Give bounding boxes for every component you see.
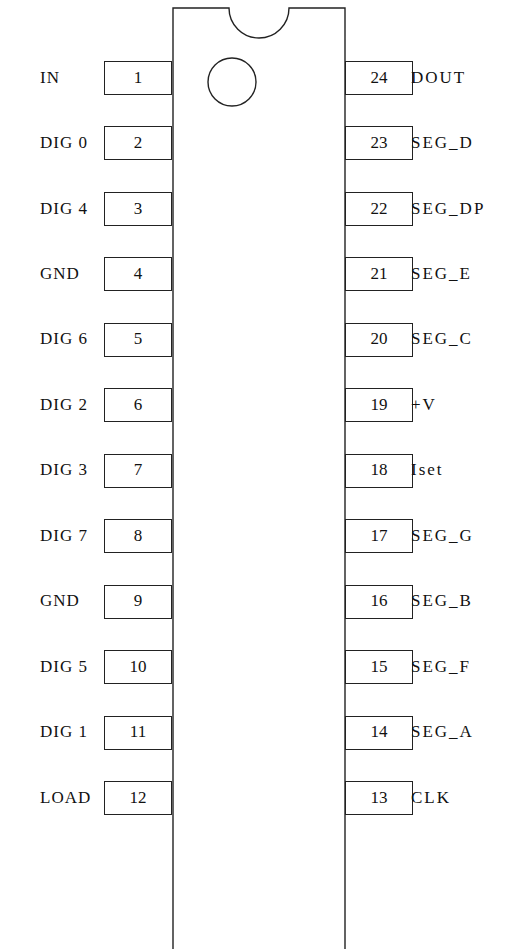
pin-box: 17: [345, 519, 413, 553]
pin-box: 4: [104, 257, 172, 291]
pin-box: 7: [104, 454, 172, 488]
pin-number: 15: [371, 658, 388, 677]
chip-body: [173, 8, 345, 949]
pin-box: 14: [345, 716, 413, 750]
pin-name: GND: [40, 592, 80, 611]
pin-name: DIG 1: [40, 723, 88, 742]
pin-box: 8: [104, 519, 172, 553]
pin-number: 2: [134, 134, 143, 153]
pin-name: SEG_DP: [411, 200, 485, 219]
pin-box: 5: [104, 323, 172, 357]
pin-box: 21: [345, 257, 413, 291]
pin-number: 10: [130, 658, 147, 677]
pin-box: 15: [345, 650, 413, 684]
pin-box: 10: [104, 650, 172, 684]
pin-box: 19: [345, 388, 413, 422]
pin-box: 9: [104, 585, 172, 619]
pin-box: 2: [104, 126, 172, 160]
pin-number: 6: [134, 396, 143, 415]
pin-name: DIG 0: [40, 134, 88, 153]
pin-number: 1: [134, 69, 143, 88]
pin-number: 11: [130, 723, 146, 742]
pin-box: 6: [104, 388, 172, 422]
pin-name: DIG 2: [40, 396, 88, 415]
pin-name: SEG_D: [411, 134, 474, 153]
pin-name: DOUT: [411, 69, 466, 88]
pin-name: GND: [40, 265, 80, 284]
pin-name: SEG_B: [411, 592, 473, 611]
pin-box: 23: [345, 126, 413, 160]
pin-name: DIG 5: [40, 658, 88, 677]
pin-box: 11: [104, 716, 172, 750]
pin-number: 20: [371, 330, 388, 349]
pin-box: 22: [345, 192, 413, 226]
pin-name: DIG 3: [40, 461, 88, 480]
pin-box: 16: [345, 585, 413, 619]
pin-name: +V: [411, 396, 437, 415]
pin-number: 8: [134, 527, 143, 546]
pin-number: 23: [371, 134, 388, 153]
pin-box: 3: [104, 192, 172, 226]
pin-number: 9: [134, 592, 143, 611]
pin1-marker: [208, 58, 256, 106]
pin-number: 21: [371, 265, 388, 284]
pin-number: 16: [371, 592, 388, 611]
pin-number: 14: [371, 723, 388, 742]
pin-box: 13: [345, 781, 413, 815]
pin-number: 18: [371, 461, 388, 480]
pin-box: 12: [104, 781, 172, 815]
pin-box: 18: [345, 454, 413, 488]
pin-name: CLK: [411, 789, 451, 808]
pin-box: 20: [345, 323, 413, 357]
pin-name: Iset: [411, 461, 444, 480]
pin-name: SEG_F: [411, 658, 471, 677]
pin-number: 4: [134, 265, 143, 284]
pin-number: 5: [134, 330, 143, 349]
pin-box: 24: [345, 61, 413, 95]
pin-name: DIG 6: [40, 330, 88, 349]
pin-number: 13: [371, 789, 388, 808]
pin-name: IN: [40, 69, 60, 88]
pin-name: DIG 4: [40, 200, 88, 219]
pin-number: 22: [371, 200, 388, 219]
pin-number: 19: [371, 396, 388, 415]
pin-number: 12: [130, 789, 147, 808]
pin-number: 17: [371, 527, 388, 546]
pin-number: 7: [134, 461, 143, 480]
pin-name: SEG_E: [411, 265, 472, 284]
pin-number: 24: [371, 69, 388, 88]
pin-number: 3: [134, 200, 143, 219]
pin-name: SEG_C: [411, 330, 473, 349]
pin-name: LOAD: [40, 789, 91, 808]
pin-box: 1: [104, 61, 172, 95]
pin-name: SEG_G: [411, 527, 474, 546]
pin-name: SEG_A: [411, 723, 474, 742]
pin-name: DIG 7: [40, 527, 88, 546]
